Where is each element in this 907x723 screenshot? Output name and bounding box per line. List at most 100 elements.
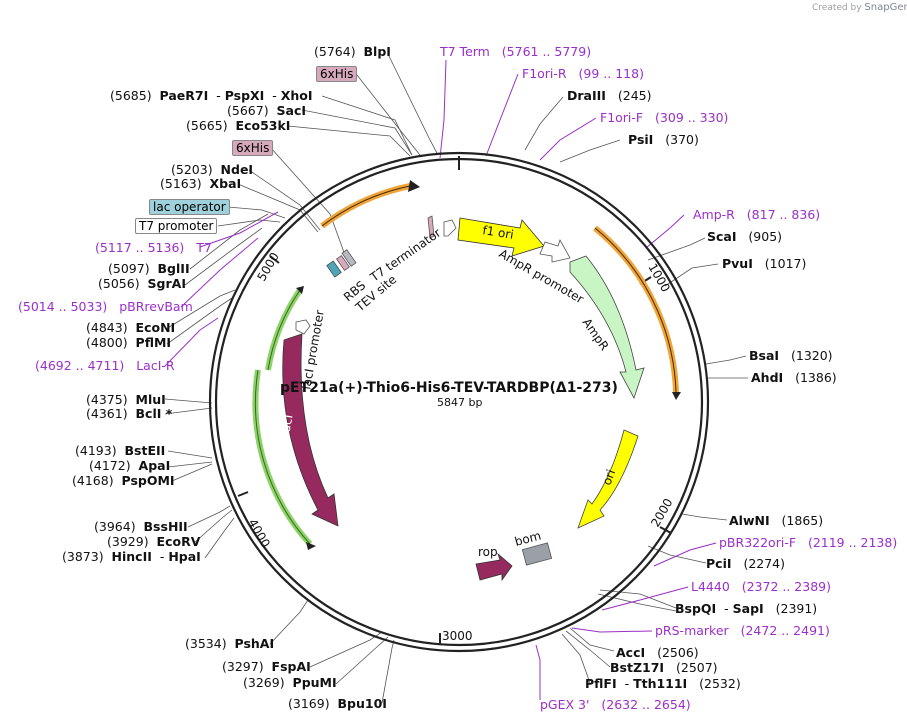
primer-f1ori-f: F1ori-F (309 .. 330)	[600, 111, 728, 125]
primer-t7: (5117 .. 5136) T7	[95, 241, 212, 255]
site-pos: (3169)	[288, 696, 330, 711]
ampr-promoter-label: AmpR promoter	[497, 246, 587, 306]
site-name: MluI	[135, 392, 166, 407]
site-name: BssHII	[143, 519, 188, 534]
site-bspqi-sapi: BspQI - SapI (2391)	[675, 601, 818, 616]
primer-range: (5117 .. 5136)	[95, 240, 185, 255]
site-name: BglII	[157, 261, 190, 276]
site-pos: (5685)	[110, 88, 152, 103]
snapgene-brand: SnapGene	[864, 2, 907, 13]
site-eco53ki: (5665) Eco53kI	[186, 119, 290, 133]
primer-name: F1ori-F	[600, 110, 644, 125]
site-name: EcoNI	[135, 320, 176, 335]
site-name: ApaI	[138, 458, 171, 473]
site-pcii: PciI (2274)	[706, 557, 785, 571]
site-scai: ScaI (905)	[707, 230, 782, 244]
tick-label-2000: 2000	[648, 496, 675, 529]
primer-name: Amp-R	[693, 207, 735, 222]
site-bpu10i: (3169) Bpu10I	[288, 697, 387, 711]
site-pos: (3929)	[107, 534, 149, 549]
primer-name: pGEX 3'	[540, 697, 590, 712]
site-name: EcoRV	[156, 534, 201, 549]
primer-range: (5014 .. 5033)	[18, 299, 108, 314]
primer-name: T7	[196, 240, 212, 255]
site-name: XbaI	[209, 176, 242, 191]
site-name: HpaI	[168, 549, 201, 564]
site-pos: (4172)	[89, 458, 131, 473]
site-bsshii: (3964) BssHII	[94, 520, 188, 534]
site-fspai: (3297) FspAI	[222, 660, 311, 674]
primer-range: (2632 .. 2654)	[601, 697, 691, 712]
primer-range: (99 .. 118)	[578, 66, 644, 81]
site-pos: (4193)	[75, 443, 117, 458]
site-sgrai: (5056) SgrAI	[98, 277, 186, 291]
site-pos: (3873)	[62, 549, 104, 564]
site-name: HincII	[111, 549, 152, 564]
tick-label-3000: 3000	[442, 629, 473, 643]
site-draiii: DraIII (245)	[567, 89, 651, 103]
primer-amp-r: Amp-R (817 .. 836)	[693, 208, 820, 222]
site-ndei: (5203) NdeI	[171, 163, 253, 177]
site-pos: (3297)	[222, 659, 264, 674]
site-name: PflMI	[135, 335, 172, 350]
site-pflfi-tth111i: PflFI - Tth111I (2532)	[585, 676, 741, 691]
bom-label: bom	[513, 528, 542, 548]
credit-text: Created by	[812, 3, 862, 13]
site-bsai: BsaI (1320)	[749, 349, 833, 363]
primer-name: T7 Term	[440, 44, 490, 59]
site-bcli: (4361) BclI *	[86, 407, 172, 421]
primer-name: pRS-marker	[655, 623, 729, 638]
site-acci: AccI (2506)	[616, 646, 699, 660]
site-name: XhoI	[280, 88, 313, 103]
site-name: PaeR7I	[159, 88, 209, 103]
site-name: AhdI	[751, 370, 784, 385]
primer-name: pBR322ori-F	[719, 535, 797, 550]
f1-ori-label: f1 ori	[482, 223, 515, 242]
site-name: PspOMI	[121, 473, 175, 488]
snapgene-credit: Created by SnapGene	[812, 2, 907, 13]
site-pos: (4361)	[86, 406, 128, 421]
site-psii: PsiI (370)	[628, 133, 699, 147]
site-name: BlpI	[363, 44, 391, 59]
primer-range: (2119 .. 2138)	[807, 535, 898, 550]
site-name: ScaI	[707, 229, 737, 244]
site-pos: (5203)	[171, 162, 213, 177]
leader-lines	[164, 53, 748, 704]
feature-f1-ori: f1 ori	[457, 217, 545, 257]
feature-t7-terminator: T7 terminator	[367, 215, 457, 285]
site-name: AccI	[616, 645, 646, 660]
site-name: NdeI	[220, 162, 254, 177]
site-name: PspXI	[224, 88, 265, 103]
primer-range: (4692 .. 4711)	[35, 358, 125, 373]
lac-operator-box: lac operator	[149, 199, 230, 215]
site-pos: (2391)	[775, 601, 818, 616]
site-pos: (5665)	[186, 118, 228, 133]
rop-label: rop	[478, 545, 498, 559]
site-name: SacI	[276, 103, 307, 118]
site-name: PsiI	[628, 132, 654, 147]
primer-l4440: L4440 (2372 .. 2389)	[691, 580, 831, 594]
site-xbai: (5163) XbaI	[160, 177, 241, 191]
site-pos: (1865)	[781, 513, 824, 528]
site-pos: (5097)	[108, 261, 150, 276]
site-name: PciI	[706, 556, 732, 571]
primer-pbrrevbam: (5014 .. 5033) pBRrevBam	[18, 300, 193, 314]
site-name: Bpu10I	[337, 696, 387, 711]
site-pos: (4843)	[86, 320, 128, 335]
feature-ampr: AmpR	[569, 255, 645, 400]
site-alwni: AlwNI (1865)	[729, 514, 823, 528]
site-name: DraIII	[567, 88, 606, 103]
t7-promoter-box: T7 promoter	[135, 218, 218, 234]
site-pos: (905)	[748, 229, 783, 244]
site-pos: (4168)	[72, 473, 114, 488]
site-blpi: (5764) BlpI	[314, 45, 391, 59]
primer-laci-r: (4692 .. 4711) LacI-R	[35, 359, 175, 373]
site-pos: (5764)	[314, 44, 356, 59]
primer-range: (2472 .. 2491)	[740, 623, 830, 638]
primer-range: (817 .. 836)	[746, 207, 821, 222]
site-econi: (4843) EcoNI	[86, 321, 175, 335]
site-pos: (2507)	[675, 660, 718, 675]
primer-name: F1ori-R	[522, 66, 567, 81]
primer-name: L4440	[691, 579, 730, 594]
